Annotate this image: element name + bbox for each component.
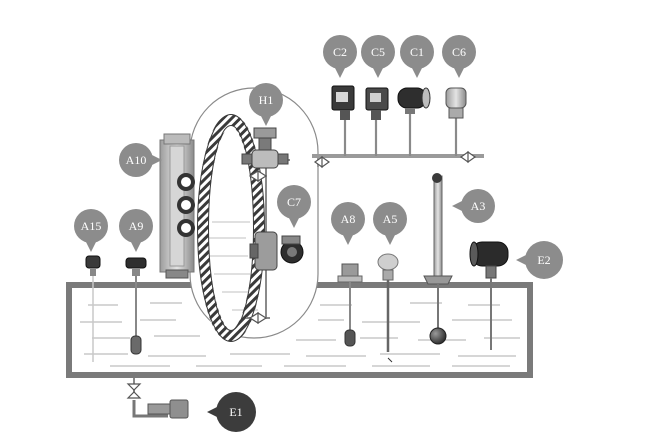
e2-device bbox=[469, 241, 509, 350]
manifold-valve-right bbox=[459, 150, 477, 164]
callout-e2-label: E2 bbox=[537, 253, 550, 267]
callout-c6-label: C6 bbox=[452, 45, 466, 59]
liquid-surface-lines bbox=[80, 302, 520, 367]
callout-e2: E2 bbox=[516, 241, 563, 279]
e1-device bbox=[126, 378, 189, 419]
callout-e1-label: E1 bbox=[229, 405, 242, 419]
c7-device bbox=[249, 231, 304, 271]
bypass-valve-bottom bbox=[248, 311, 268, 325]
manifold-valve-left bbox=[313, 155, 331, 169]
bypass-loop bbox=[189, 87, 319, 342]
magnetic-level-gauge-tube bbox=[197, 114, 265, 342]
a8-device bbox=[337, 263, 363, 347]
callout-c1: C1 bbox=[400, 35, 434, 78]
callout-a15-label: A15 bbox=[81, 219, 102, 233]
a5-device bbox=[377, 253, 399, 363]
callout-a9: A9 bbox=[119, 209, 153, 252]
callout-e1: E1 bbox=[207, 392, 256, 432]
callout-c5-label: C5 bbox=[371, 45, 385, 59]
callout-a5: A5 bbox=[373, 202, 407, 245]
top-pipe-manifold bbox=[312, 85, 484, 169]
c5-device bbox=[365, 87, 389, 120]
c2-device bbox=[331, 85, 355, 120]
c1-device bbox=[397, 87, 431, 114]
callout-a15: A15 bbox=[74, 209, 108, 252]
callout-c7-label: C7 bbox=[287, 195, 301, 209]
callout-c2-label: C2 bbox=[333, 45, 347, 59]
callout-c5: C5 bbox=[361, 35, 395, 78]
callout-a3: A3 bbox=[452, 189, 495, 223]
callout-c1-label: C1 bbox=[410, 45, 424, 59]
callout-a3-label: A3 bbox=[471, 199, 486, 213]
callout-c6: C6 bbox=[442, 35, 476, 78]
callout-c2: C2 bbox=[323, 35, 357, 78]
callout-a5-label: A5 bbox=[383, 212, 398, 226]
callout-c7: C7 bbox=[277, 185, 311, 228]
callout-h1-label: H1 bbox=[259, 93, 274, 107]
h1-device bbox=[241, 127, 289, 169]
e1-valve bbox=[126, 383, 142, 399]
callout-a9-label: A9 bbox=[129, 219, 144, 233]
a3-device bbox=[423, 173, 453, 345]
a15-device bbox=[85, 255, 101, 362]
c6-device bbox=[445, 87, 467, 119]
callout-a8: A8 bbox=[331, 202, 365, 245]
callout-a10: A10 bbox=[119, 143, 162, 177]
bypass-valve-top bbox=[248, 169, 268, 183]
callout-h1: H1 bbox=[249, 83, 283, 126]
a9-device bbox=[125, 257, 147, 355]
a10-device bbox=[159, 133, 195, 279]
callout-a10-label: A10 bbox=[126, 153, 147, 167]
callout-a8-label: A8 bbox=[341, 212, 356, 226]
